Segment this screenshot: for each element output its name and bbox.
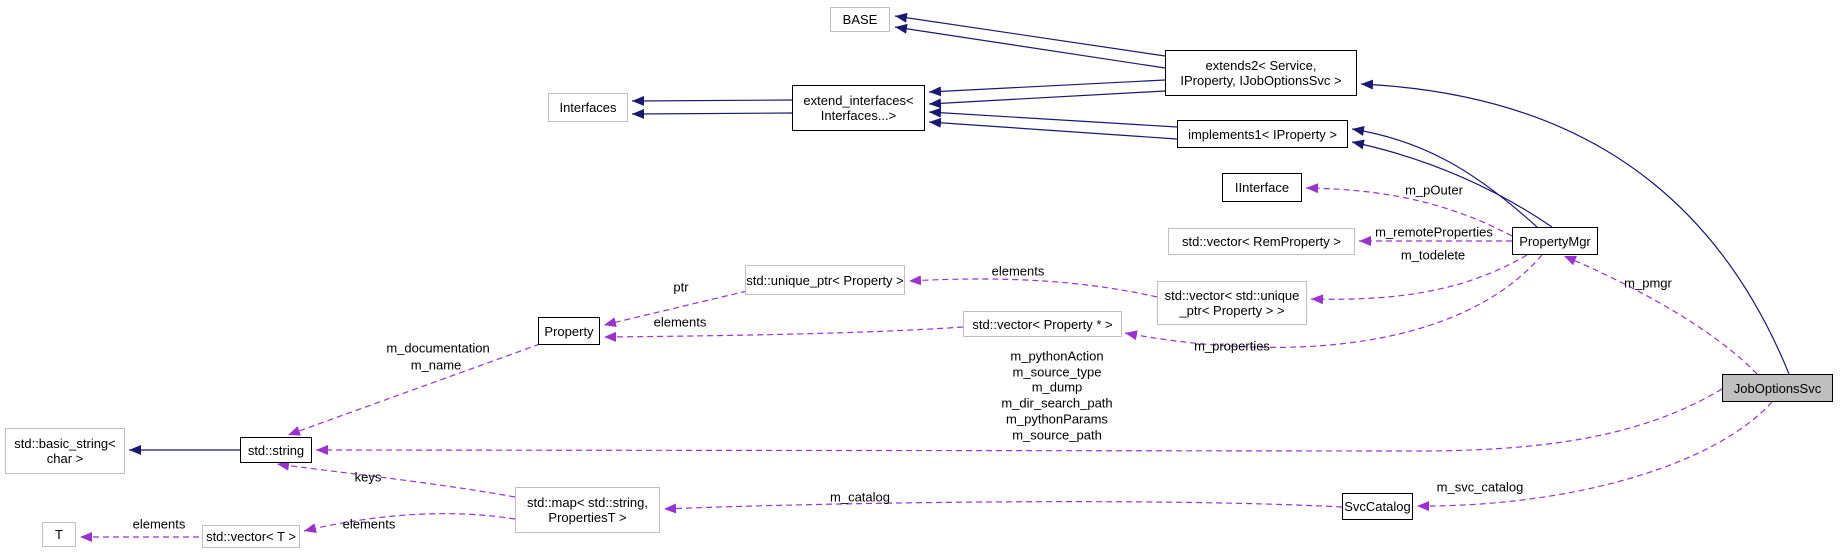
node-label: T xyxy=(55,527,63,542)
edge-label-m-svc-catalog: m_svc_catalog xyxy=(1436,479,1524,495)
node-label: extends2< Service, xyxy=(1205,58,1317,73)
edge-label-m-name: m_name xyxy=(410,357,462,373)
node-label: _ptr< Property > > xyxy=(1179,303,1285,318)
inheritance-edges xyxy=(129,12,1790,455)
edge-label-m-catalog: m_catalog xyxy=(830,489,890,505)
node-label: std::vector< Property * > xyxy=(972,316,1113,332)
node-label: JobOptionsSvc xyxy=(1733,380,1822,396)
edge-label-keys: keys xyxy=(354,469,382,485)
edge-label-m-source-path: m_source_path xyxy=(1012,427,1102,443)
node-label: extend_interfaces< xyxy=(803,93,914,108)
edge-label-m-pythonaction: m_pythonAction xyxy=(1010,348,1104,364)
node-map-properties: std::map< std::string, PropertiesT > xyxy=(515,487,660,533)
edge-label-elements-unique: elements xyxy=(991,263,1045,279)
node-vector-property-ptr: std::vector< Property * > xyxy=(963,311,1122,337)
node-property[interactable]: Property xyxy=(538,317,600,345)
edge-label-m-pythonparams: m_pythonParams xyxy=(1006,411,1108,427)
edge-label-m-documentation: m_documentation xyxy=(386,340,490,356)
node-basic-string: std::basic_string< char > xyxy=(5,428,125,474)
node-implements1[interactable]: implements1< IProperty > xyxy=(1177,120,1348,148)
node-label: PropertiesT > xyxy=(548,510,627,525)
edge-label-m-properties: m_properties xyxy=(1194,338,1270,354)
node-t: T xyxy=(42,522,76,547)
node-label: implements1< IProperty > xyxy=(1188,126,1337,142)
edge-label-m-todelete: m_todelete xyxy=(1400,247,1466,263)
edge-label-m-remoteproperties: m_remoteProperties xyxy=(1375,224,1493,240)
node-base: BASE xyxy=(830,7,890,32)
node-label: std::map< std::string, xyxy=(526,495,649,510)
node-label: std::vector< RemProperty > xyxy=(1182,234,1341,249)
node-extend-interfaces[interactable]: extend_interfaces< Interfaces...> xyxy=(792,85,925,131)
node-label: IProperty, IJobOptionsSvc > xyxy=(1180,73,1342,88)
node-label: SvcCatalog xyxy=(1344,499,1411,514)
node-label: std::basic_string< xyxy=(14,436,116,451)
node-joboptionssvc: JobOptionsSvc xyxy=(1722,374,1833,402)
edge-label-m-dump: m_dump xyxy=(1031,379,1083,395)
node-vector-remproperty: std::vector< RemProperty > xyxy=(1168,228,1355,255)
node-std-string[interactable]: std::string xyxy=(240,437,312,463)
node-label: Property xyxy=(544,323,594,339)
node-svccatalog[interactable]: SvcCatalog xyxy=(1342,493,1413,520)
node-label: char > xyxy=(46,451,84,466)
node-label: std::vector< std::unique xyxy=(1164,288,1300,303)
node-label: std::vector< T > xyxy=(206,529,296,544)
node-propertymgr[interactable]: PropertyMgr xyxy=(1512,227,1598,255)
node-extends2[interactable]: extends2< Service, IProperty, IJobOption… xyxy=(1165,50,1357,96)
edge-label-m-source-type: m_source_type xyxy=(1012,364,1102,380)
node-vector-t: std::vector< T > xyxy=(202,525,300,548)
node-interfaces: Interfaces xyxy=(548,93,628,122)
edge-label-elements-map-vector: elements xyxy=(342,516,396,532)
node-label: IInterface xyxy=(1234,180,1290,195)
edge-label-ptr: ptr xyxy=(673,279,689,295)
usage-edges xyxy=(80,183,1773,542)
node-label: BASE xyxy=(842,12,878,27)
node-label: Interfaces...> xyxy=(820,108,897,123)
node-label: Interfaces xyxy=(559,100,617,115)
node-label: PropertyMgr xyxy=(1519,233,1591,249)
edge-label-elements-propvec: elements xyxy=(653,314,707,330)
edge-label-m-dir-search-path: m_dir_search_path xyxy=(1001,395,1113,411)
edge-label-elements-vector-t: elements xyxy=(132,516,186,532)
node-label: std::string xyxy=(247,442,305,458)
edge-label-m-pouter: m_pOuter xyxy=(1405,182,1463,198)
node-iinterface[interactable]: IInterface xyxy=(1222,173,1302,202)
node-vector-unique-ptr: std::vector< std::unique _ptr< Property … xyxy=(1157,281,1307,325)
node-unique-ptr-property: std::unique_ptr< Property > xyxy=(745,265,905,295)
edge-label-m-pmgr: m_pmgr xyxy=(1624,275,1672,291)
node-label: std::unique_ptr< Property > xyxy=(746,272,904,288)
